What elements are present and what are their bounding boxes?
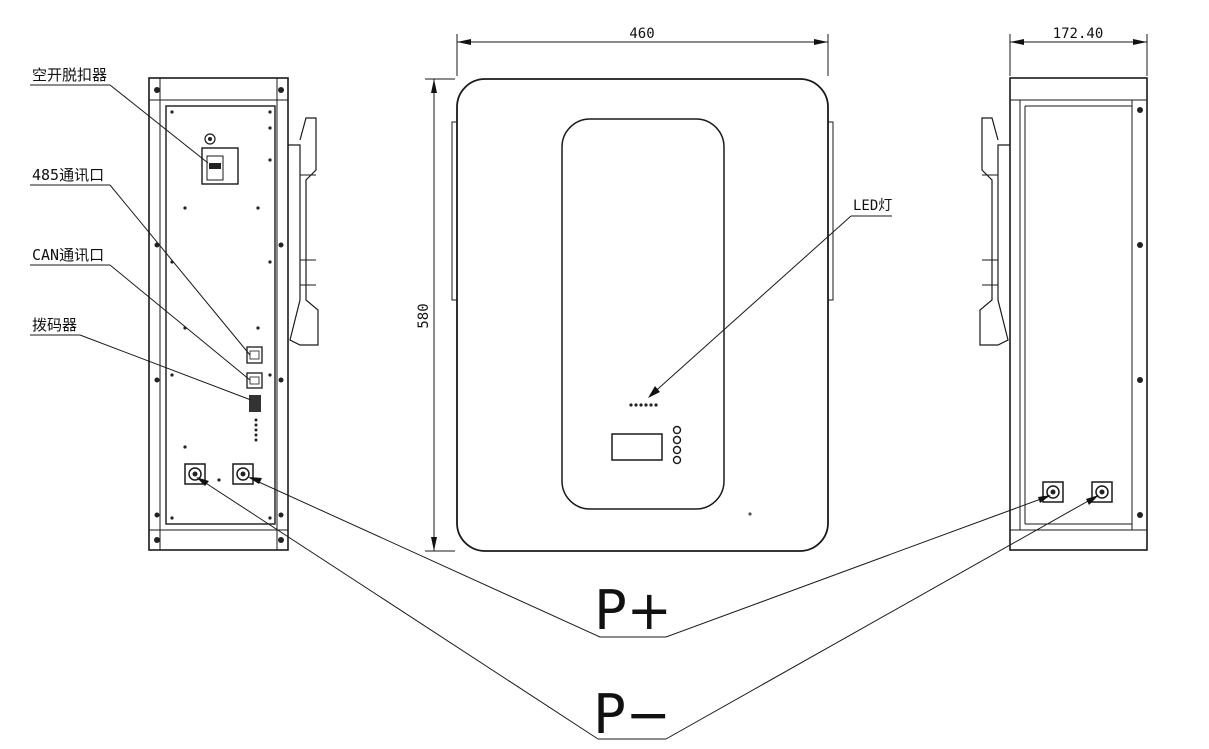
front-view: [451, 78, 834, 552]
rs485-label: 485通讯口: [32, 166, 104, 184]
callout-dip: 拨码器: [30, 316, 252, 401]
callout-can: CAN通讯口: [30, 246, 251, 381]
left-terminal-negative: [184, 463, 206, 485]
callout-led: LED灯: [648, 198, 892, 398]
width-dimension-label: 460: [629, 26, 654, 42]
left-outer-body: [148, 77, 289, 551]
depth-dimension-label: 172.40: [1053, 26, 1104, 42]
breaker-switch: [201, 147, 239, 185]
front-outer-body: [456, 78, 829, 552]
dimension-depth: 172.40: [1009, 26, 1148, 76]
can-port: [246, 372, 263, 389]
dimension-height: 580: [416, 78, 455, 552]
right-terminal-negative: [1091, 481, 1113, 503]
right-outer-body: [1009, 77, 1148, 551]
callout-positive: P+: [248, 477, 1051, 642]
dimension-width: 460: [456, 26, 829, 76]
front-display-window: [561, 118, 725, 510]
positive-label: P+: [594, 579, 672, 642]
left-panel: [165, 105, 276, 525]
right-screws: [1137, 107, 1143, 518]
can-label: CAN通讯口: [32, 246, 104, 264]
left-terminal-positive: [232, 463, 254, 485]
breaker-label: 空开脱扣器: [32, 66, 107, 84]
front-side-handle-right: [827, 121, 834, 301]
left-side-view: [148, 77, 319, 551]
front-side-handle-left: [451, 121, 458, 301]
led-indicators: [629, 403, 658, 407]
right-side-view: [979, 77, 1148, 551]
height-dimension-label: 580: [416, 303, 432, 328]
callout-negative: P−: [196, 477, 1099, 746]
negative-label: P−: [593, 683, 671, 746]
callout-breaker: 空开脱扣器: [30, 66, 209, 164]
rs485-port: [246, 346, 263, 364]
breaker-indicator: [204, 133, 216, 145]
dip-label: 拨码器: [32, 316, 77, 334]
lcd-screen: [611, 433, 663, 461]
right-terminal-positive: [1042, 481, 1064, 503]
dip-switch: [249, 395, 261, 412]
left-screws: [154, 87, 284, 543]
control-buttons: [672, 425, 682, 465]
left-mount-bracket: [288, 117, 319, 346]
callout-rs485: 485通讯口: [30, 166, 251, 356]
led-label: LED灯: [853, 198, 892, 214]
right-mount-bracket: [979, 117, 1010, 346]
